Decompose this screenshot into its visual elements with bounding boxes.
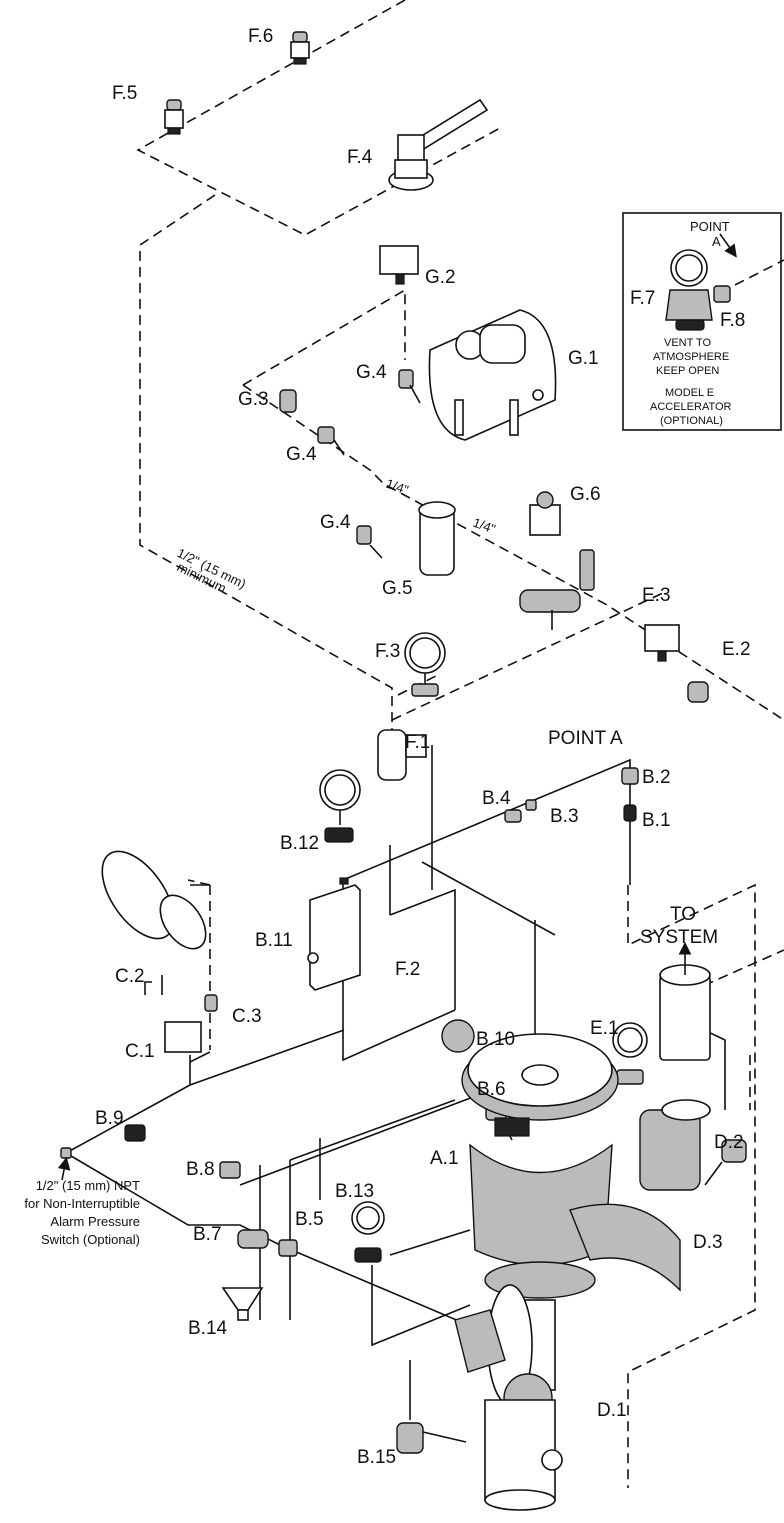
pressure-switch-e3 [644, 624, 680, 662]
label-b8: B.8 [186, 1159, 215, 1180]
gauge-f3 [404, 632, 446, 697]
funnel-b14 [221, 1287, 264, 1321]
label-g3: G.3 [238, 389, 269, 410]
pipe-size-label-2: 1/4" [471, 515, 498, 537]
npt-note-line3: Alarm Pressure [50, 1214, 140, 1229]
sprinkler-f6 [290, 31, 310, 65]
pressure-switch-c1 [164, 1021, 202, 1053]
label-e1: E.1 [590, 1018, 619, 1039]
label-b10: B.10 [476, 1029, 515, 1050]
inset-point-line2: A [712, 234, 721, 249]
label-b1: B.1 [642, 810, 671, 831]
inset-model-line3: (OPTIONAL) [660, 415, 723, 427]
label-f3: F.3 [375, 641, 400, 662]
label-e3: E.3 [642, 585, 671, 606]
drain-b7 [237, 1229, 269, 1249]
check-valve-e2 [687, 681, 709, 703]
trim-piping [65, 745, 726, 1420]
label-c2: C.2 [115, 966, 145, 987]
label-b14: B.14 [188, 1318, 228, 1339]
to-system-line2: SYSTEM [640, 927, 718, 948]
regulator-g6 [519, 491, 595, 630]
inset-model-line1: MODEL E [665, 387, 714, 399]
label-b9: B.9 [95, 1108, 124, 1129]
valve-c3 [204, 994, 218, 1012]
to-system-line1: TO [670, 904, 696, 925]
valve-g4-top [398, 369, 421, 404]
label-d2: D.2 [714, 1132, 744, 1153]
valve-b5 [278, 1239, 298, 1257]
label-g6: G.6 [570, 484, 601, 505]
label-g4-top: G.4 [356, 362, 387, 383]
label-b5: B.5 [295, 1209, 324, 1230]
valve-d3 [704, 1139, 747, 1186]
label-b4: B.4 [482, 788, 511, 809]
elbow-d2 [569, 1099, 711, 1292]
pipe-size-label-1: 1/4" [384, 476, 411, 498]
npt-note-line1: 1/2" (15 mm) NPT [36, 1178, 140, 1193]
label-g2: G.2 [425, 267, 456, 288]
label-b15: B.15 [357, 1447, 396, 1468]
label-f6: F.6 [248, 26, 273, 47]
label-d1: D.1 [597, 1400, 627, 1421]
label-b2: B.2 [642, 767, 671, 788]
label-f5: F.5 [112, 83, 137, 104]
pipe-to-system [659, 941, 711, 1061]
point-a-label: POINT A [548, 728, 623, 749]
pressure-switch-g2 [379, 245, 419, 285]
label-c3: C.3 [232, 1006, 262, 1027]
inset-vent-line1: VENT TO [664, 337, 712, 349]
valve-b10 [441, 1019, 475, 1053]
gauge-b13 [351, 1201, 385, 1263]
label-b3: B.3 [550, 806, 579, 827]
valve-b15 [396, 1422, 467, 1454]
label-a1: A.1 [430, 1148, 459, 1169]
valve-g4-low [356, 525, 383, 559]
water-motor-alarm-f4 [388, 98, 489, 191]
compressor-g1 [428, 309, 557, 441]
label-f4: F.4 [347, 147, 373, 168]
gauge-c2 [101, 850, 207, 995]
valve-g4-mid [317, 426, 345, 456]
control-valve-d1 [454, 1284, 563, 1511]
label-c1: C.1 [125, 1041, 155, 1062]
valve-b9 [124, 1124, 146, 1142]
label-f8: F.8 [720, 310, 745, 331]
npt-note-line4: Switch (Optional) [41, 1232, 140, 1247]
label-e2: E.2 [722, 639, 751, 660]
label-b6: B.6 [477, 1079, 506, 1100]
inset-accelerator [622, 212, 784, 431]
label-f2: F.2 [395, 959, 420, 980]
gauge-e1 [612, 1022, 648, 1085]
component-labels: F.5 F.6 F.4 G.2 G.1 G.4 G.3 G.4 G.4 G.5 … [95, 26, 751, 1468]
label-g1: G.1 [568, 348, 599, 369]
valve-b2-b1 [621, 767, 639, 822]
label-g5: G.5 [382, 578, 413, 599]
inset-vent-line2: ATMOSPHERE [653, 351, 729, 363]
inset-point-line1: POINT [690, 219, 730, 234]
valve-b8 [219, 1161, 241, 1179]
strainer-g3 [279, 389, 297, 413]
label-f1: F.1 [405, 732, 430, 753]
label-b12: B.12 [280, 833, 319, 854]
label-g4-mid: G.4 [286, 444, 317, 465]
gauge-b12 [319, 769, 361, 843]
label-d3: D.3 [693, 1232, 723, 1253]
inset-model-line2: ACCELERATOR [650, 401, 732, 413]
valve-b4-b3 [504, 799, 537, 823]
label-b11: B.11 [255, 930, 293, 951]
label-g4-low: G.4 [320, 512, 351, 533]
filter-g5 [418, 501, 456, 576]
sprinkler-f5 [164, 99, 184, 135]
dry-pipe-valve-a1 [461, 1033, 619, 1299]
accelerator-f1 [377, 729, 427, 781]
inset-vent-line3: KEEP OPEN [656, 365, 719, 377]
npt-note-line2: for Non-Interruptible [24, 1196, 140, 1211]
alarm-box-b11 [307, 877, 361, 991]
label-f7: F.7 [630, 288, 655, 309]
label-b13: B.13 [335, 1181, 374, 1202]
plug-npt [60, 1147, 72, 1159]
label-b7: B.7 [193, 1224, 222, 1245]
